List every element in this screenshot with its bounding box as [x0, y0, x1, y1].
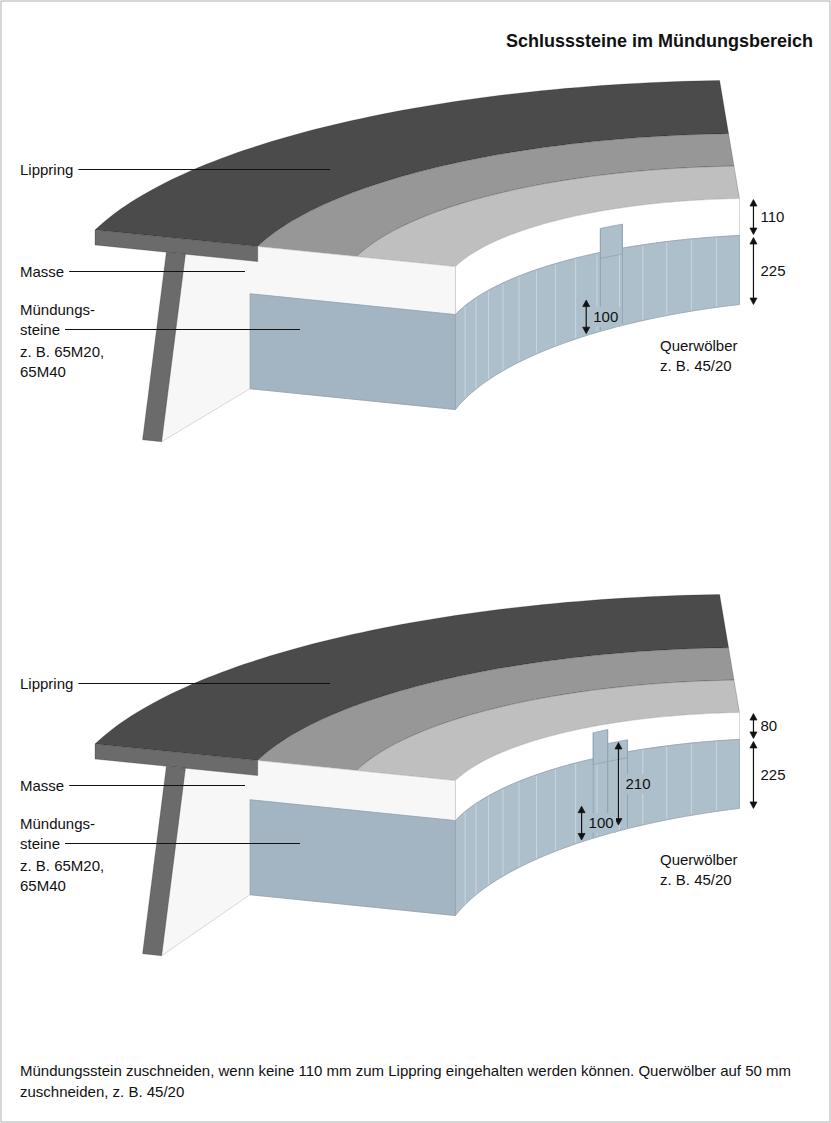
- arrow-head: [615, 742, 622, 749]
- arrow-head: [750, 228, 757, 235]
- keystone: [600, 224, 622, 258]
- arrow-head: [583, 300, 590, 307]
- dimension-value: 225: [759, 261, 786, 281]
- dimension-value: 100: [591, 307, 620, 327]
- arrow-head: [578, 806, 585, 813]
- part-label: z. B. 65M20, 65M40: [20, 856, 120, 896]
- querwoelber-face: [455, 236, 739, 410]
- part-label: Masse: [20, 262, 64, 282]
- dimension-value: 80: [759, 716, 778, 736]
- leader-line: [78, 169, 330, 170]
- brick-joint: [716, 742, 717, 811]
- keystone: [593, 730, 607, 765]
- dimension-value: 225: [759, 765, 786, 785]
- brick-joint: [642, 246, 643, 320]
- dimension-value: 210: [623, 774, 652, 794]
- brick-joint: [666, 747, 667, 819]
- arrow-head: [583, 327, 590, 334]
- brick-joint: [536, 271, 537, 353]
- arrow-head: [750, 802, 757, 809]
- part-label: Querwölber z. B. 45/20: [660, 336, 748, 376]
- dimension-line: [753, 204, 754, 231]
- brick-joint: [575, 259, 576, 338]
- brick-joint: [502, 284, 503, 370]
- arrow-head: [578, 833, 585, 840]
- brick-joint: [488, 291, 489, 379]
- part-label: Lippring: [20, 160, 73, 180]
- brick-joint: [518, 277, 519, 361]
- brick-joint: [575, 764, 576, 843]
- keystone: [608, 740, 628, 762]
- arrow-head: [750, 200, 757, 207]
- leader-line: [65, 329, 300, 330]
- arrow-head: [615, 819, 622, 826]
- dimension-line: [586, 304, 587, 330]
- ring-section: [95, 80, 757, 441]
- brick-joint: [502, 789, 503, 875]
- brick-joint: [488, 797, 489, 885]
- brick-joint: [475, 805, 476, 894]
- part-label: Mündungs- steine: [20, 300, 102, 340]
- part-label: Mündungs- steine: [20, 814, 102, 854]
- brick-joint: [475, 299, 476, 388]
- lippring-section: [143, 252, 186, 442]
- brick-joint: [465, 813, 466, 904]
- brick-joint: [691, 744, 692, 814]
- arrow-head: [750, 714, 757, 721]
- dimension-line: [753, 745, 754, 804]
- dimension-value: 110: [759, 207, 785, 227]
- muendungsstein-section: [250, 294, 455, 410]
- lippring-section: [143, 766, 186, 956]
- part-label: z. B. 65M20, 65M40: [20, 342, 120, 382]
- brick-joint: [666, 243, 667, 315]
- title: Schlusssteine im Mündungsbereich: [506, 30, 813, 52]
- leader-line: [65, 843, 300, 844]
- arrow-head: [750, 741, 757, 748]
- part-label: Masse: [20, 776, 64, 796]
- dimension-line: [618, 746, 619, 821]
- keystone-edge: [622, 224, 623, 324]
- muendungsstein-section: [250, 800, 455, 916]
- leader-line: [69, 785, 245, 786]
- brick-joint: [555, 265, 556, 346]
- arrow-head: [750, 732, 757, 739]
- leader-line: [78, 683, 330, 684]
- brick-joint: [536, 776, 537, 858]
- querwoelber-face: [455, 739, 739, 915]
- brick-joint: [518, 782, 519, 866]
- brick-joint: [691, 240, 692, 310]
- ring-section: [95, 594, 757, 955]
- arrow-head: [750, 238, 757, 245]
- brick-joint: [716, 238, 717, 307]
- dimension-line: [753, 242, 754, 301]
- arrow-head: [750, 298, 757, 305]
- caption: Mündungsstein zuschneiden, wenn keine 11…: [20, 1060, 810, 1102]
- dimension-line: [581, 810, 582, 836]
- part-label: Querwölber z. B. 45/20: [660, 850, 748, 890]
- brick-joint: [555, 770, 556, 851]
- leader-lines: [65, 170, 330, 844]
- brick-joint: [465, 307, 466, 398]
- dimension-value: 100: [587, 813, 616, 833]
- part-label: Lippring: [20, 674, 73, 694]
- leader-line: [69, 271, 245, 272]
- masse-section: [162, 246, 456, 441]
- masse-section: [162, 760, 456, 955]
